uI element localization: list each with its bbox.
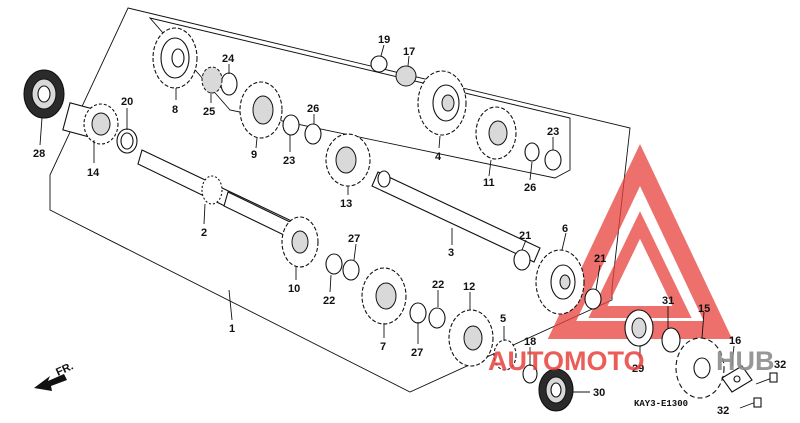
gear-7 [361,267,407,325]
bolt-32-lower [739,397,762,409]
part-label: 32 [717,405,729,417]
part-label: 10 [288,283,300,295]
countershaft-3 [371,170,541,263]
washer-21-left [513,249,531,271]
part-label: 8 [172,104,178,116]
gear-11 [475,106,517,160]
part-label: 6 [562,223,568,235]
part-label: 22 [323,295,335,307]
sprocket-15 [675,337,725,399]
direction-label: FR. [54,360,75,378]
part-label: 31 [662,295,674,307]
washer-27-bottom [409,302,427,324]
part-label: 32 [774,359,786,371]
bolt-32-upper [755,372,778,385]
part-label: 13 [340,198,352,210]
washer-20-hole [120,132,134,150]
gear-8 [152,27,198,89]
part-label: 27 [348,233,360,245]
part-label: 17 [403,46,415,58]
countershaft-outline [148,17,571,179]
part-label: 22 [432,279,444,291]
bearing-30 [538,368,574,412]
gear-14 [62,102,119,145]
part-label: 11 [483,177,495,189]
part-label: 19 [378,34,390,46]
watermark-text-grey: HUB [716,346,775,376]
washer-21-right [584,288,602,310]
gear-12 [448,309,494,367]
part-label: 23 [283,155,295,167]
part-label: 30 [593,387,605,399]
washer-27-top [342,259,360,281]
fixing-plate-16 [721,365,753,393]
part-label: 15 [698,303,710,315]
part-label: 2 [201,227,207,239]
bushing-25 [201,66,223,94]
washer-26-right [524,142,540,162]
arrow-fr-icon [34,374,67,391]
part-label: 25 [203,106,215,118]
part-label: 27 [411,347,423,359]
part-label: 28 [33,148,45,160]
collar-31 [661,327,681,353]
bushing-17 [395,65,417,87]
part-label: 26 [307,103,319,115]
gear-6 [535,249,585,315]
part-label: 23 [547,126,559,138]
washer-24 [220,72,238,96]
watermark-text-red: AUTOMOTO [488,346,645,376]
part-label: 29 [632,363,644,375]
gear-10 [281,216,319,268]
part-label: 18 [524,336,536,348]
part-label: 20 [121,96,133,108]
gear-5 [493,339,517,371]
part-label: 21 [519,230,531,242]
part-label: 4 [435,151,442,163]
washer-26-left [304,123,322,145]
oil-seal-29 [624,309,654,347]
part-label: 9 [251,149,257,161]
part-label: 26 [524,182,536,194]
washer-23-right [544,149,562,171]
leader-lines [39,44,735,393]
part-label: 12 [463,281,475,293]
mainshaft-2 [137,149,301,241]
washer-19 [370,55,388,73]
gear-13 [325,133,371,187]
part-label: 5 [500,313,506,325]
gear-9 [239,81,283,139]
part-label: 1 [229,323,235,335]
triangle-logo-icon [547,143,733,339]
part-label: 7 [380,341,386,353]
part-label: 21 [594,253,606,265]
part-label: 16 [729,335,741,347]
gear-4 [417,70,467,136]
drawing-code: KAY3-E1300 [634,399,688,409]
part-label: 24 [222,53,235,65]
part-label: 3 [448,247,454,259]
washer-22-left [325,253,343,275]
part-label: 14 [87,167,100,179]
bearing-28 [23,69,65,119]
washer-23-left [282,114,300,136]
washer-22-right [428,307,446,329]
